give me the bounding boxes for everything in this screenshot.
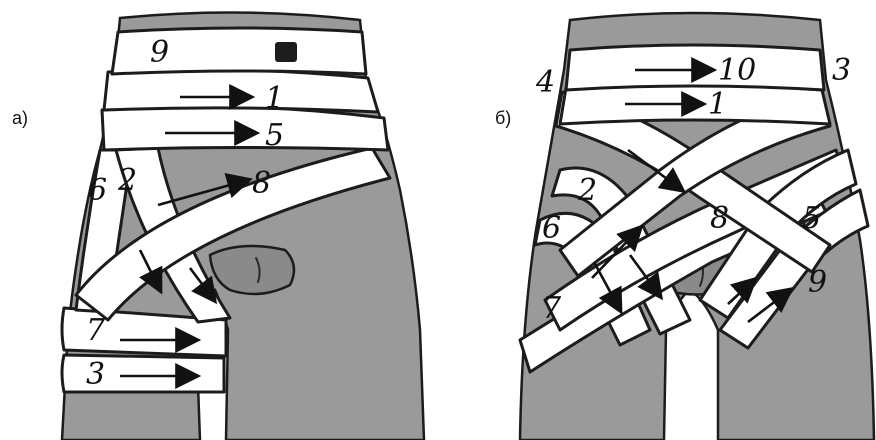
panel-a-num-1: 1 xyxy=(265,81,284,116)
panel-b-num-1: 1 xyxy=(708,87,727,122)
panel-a-label: а) xyxy=(12,108,28,128)
panel-a-num-7: 7 xyxy=(86,313,106,348)
panel-b-label: б) xyxy=(495,108,511,128)
panel-b: б) 10 1 4 3 2 6 7 8 5 9 xyxy=(495,13,874,440)
panel-b-num-9: 9 xyxy=(808,265,827,300)
panel-a-num-3: 3 xyxy=(86,357,105,392)
panel-b-num-3: 3 xyxy=(832,53,851,88)
panel-b-num-2: 2 xyxy=(577,173,597,208)
panel-a-turn-1 xyxy=(104,70,378,112)
panel-b-num-8: 8 xyxy=(710,201,729,236)
panel-b-num-5: 5 xyxy=(802,201,821,236)
panel-a-num-9: 9 xyxy=(150,35,169,70)
panel-b-num-7: 7 xyxy=(542,291,562,326)
panel-a: а) 9 1 5 8 6 2 7 xyxy=(12,12,424,440)
panel-a-num-2: 2 xyxy=(117,163,137,198)
panel-b-num-4: 4 xyxy=(535,65,555,100)
panel-b-num-10: 10 xyxy=(718,53,756,88)
panel-a-num-5: 5 xyxy=(265,118,284,153)
panel-a-num-6: 6 xyxy=(88,173,107,208)
panel-a-num-8: 8 xyxy=(252,166,271,201)
panel-a-turn-5 xyxy=(102,106,388,150)
panel-b-num-6: 6 xyxy=(542,211,561,246)
panel-b-turn-10 xyxy=(566,45,824,90)
panel-a-pin xyxy=(275,42,297,62)
